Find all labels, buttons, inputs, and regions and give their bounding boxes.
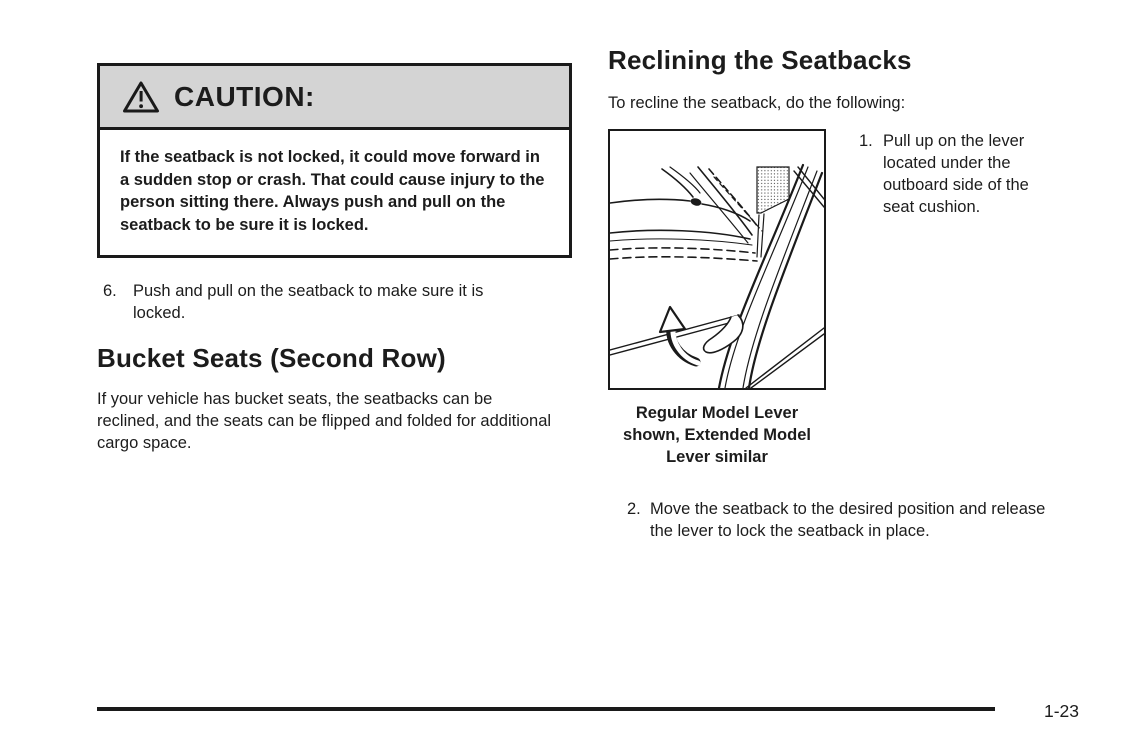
step-6: 6. Push and pull on the seatback to make… [103, 280, 572, 324]
step-1-text: Pull up on the lever located under the o… [883, 131, 1029, 216]
left-column: CAUTION: If the seatback is not locked, … [97, 63, 572, 454]
step-2-number: 2. [627, 499, 641, 518]
figure-and-step1-row: 1. Pull up on the lever located under th… [608, 128, 1083, 390]
right-column: Reclining the Seatbacks To recline the s… [608, 46, 1083, 542]
seat-lever-illustration [608, 128, 826, 390]
step-2: 2. Move the seatback to the desired posi… [627, 498, 1083, 542]
step-1-number: 1. [859, 131, 873, 150]
footer-rule [97, 707, 995, 711]
step-6-number: 6. [103, 282, 117, 300]
caution-box: CAUTION: If the seatback is not locked, … [97, 63, 572, 258]
section-heading-bucket-seats: Bucket Seats (Second Row) [97, 343, 446, 373]
figure-caption: Regular Model Lever shown, Extended Mode… [623, 403, 811, 466]
warning-triangle-icon [122, 80, 160, 114]
reclining-intro-text: To recline the seatback, do the followin… [608, 93, 906, 112]
page-number: 1-23 [1044, 701, 1080, 721]
caution-title: CAUTION: [174, 80, 315, 112]
step-6-text: Push and pull on the seatback to make su… [133, 282, 484, 322]
caution-body-text: If the seatback is not locked, it could … [120, 148, 545, 234]
caution-header: CAUTION: [100, 66, 569, 130]
step-2-text: Move the seatback to the desired positio… [650, 499, 1046, 540]
step-1: 1. Pull up on the lever located under th… [859, 130, 1059, 390]
bucket-seats-paragraph: If your vehicle has bucket seats, the se… [97, 389, 552, 452]
section-heading-reclining: Reclining the Seatbacks [608, 45, 912, 75]
